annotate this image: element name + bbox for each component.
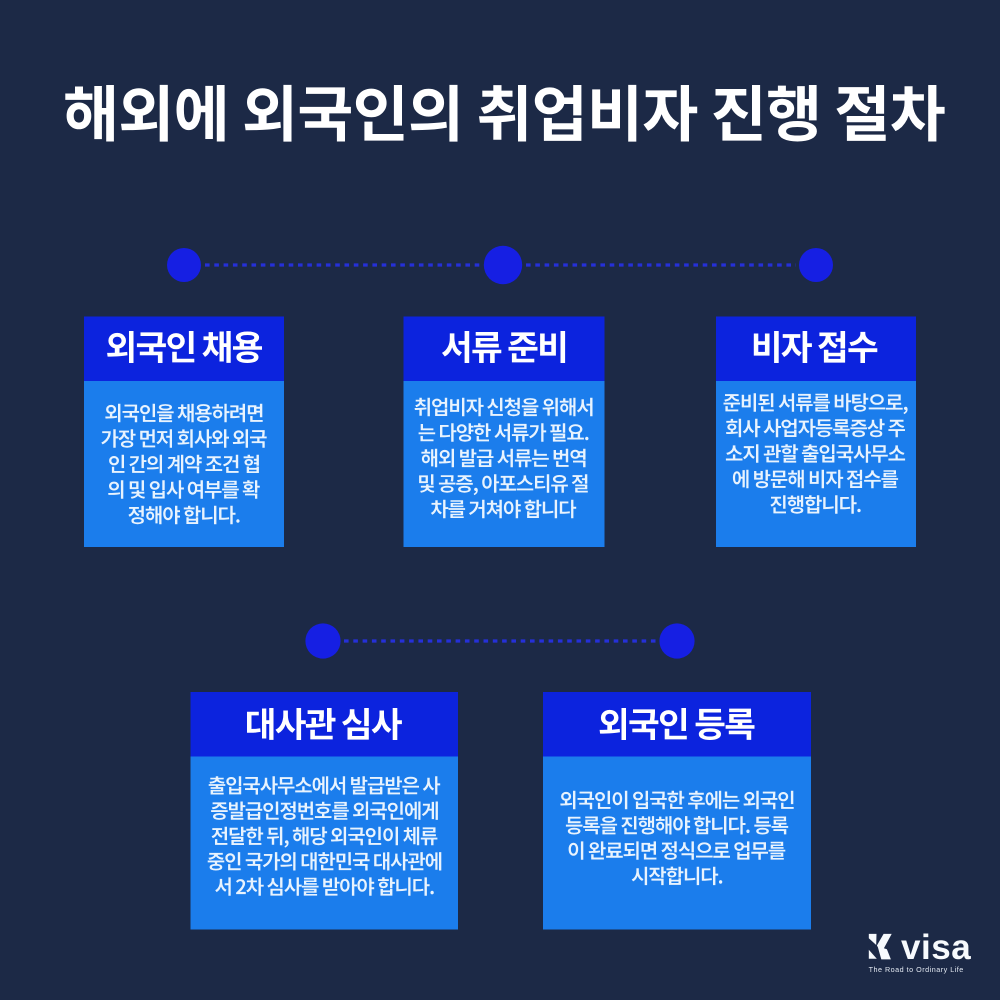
- svg-text:The Road to Ordinary Life: The Road to Ordinary Life: [869, 965, 964, 974]
- svg-text:visa: visa: [901, 928, 971, 967]
